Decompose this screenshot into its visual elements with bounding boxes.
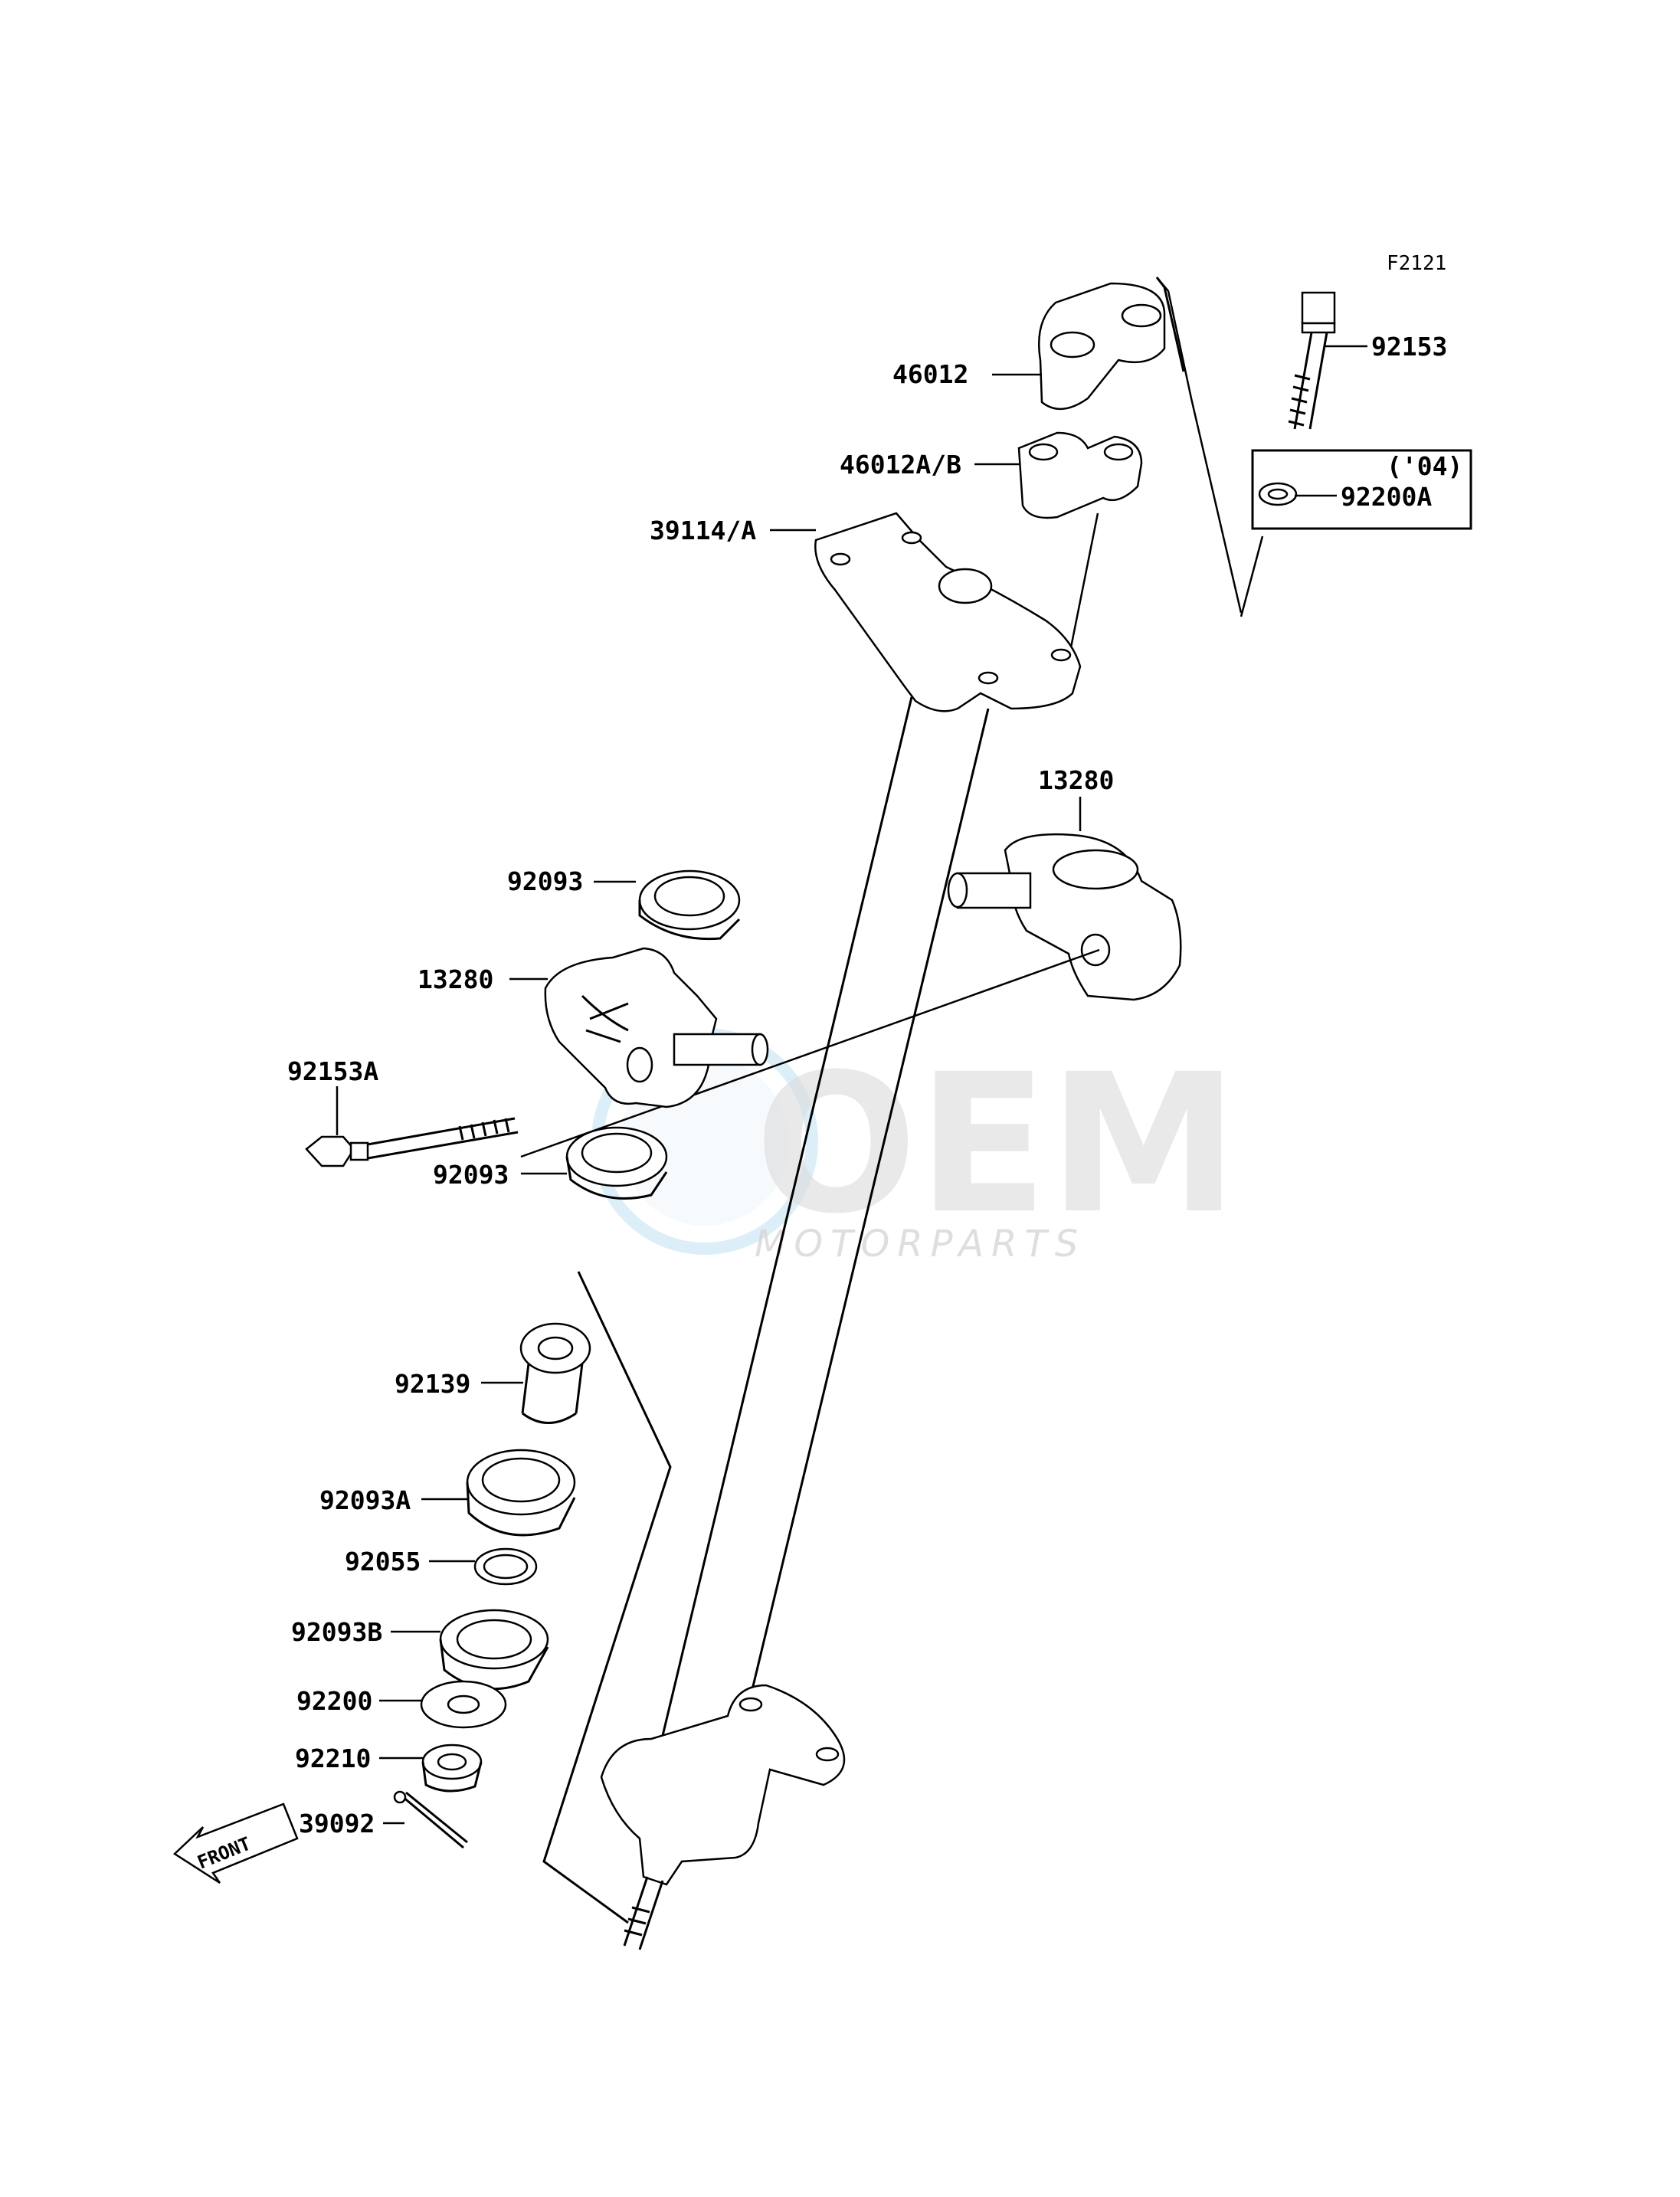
callout-92093-upper: 92093 [507, 866, 583, 896]
callout-46012ab: 46012A/B [840, 450, 961, 480]
lower-parts-box-outline [542, 1271, 672, 1924]
callout-year-04: ('04) [1387, 451, 1462, 481]
callout-92153: 92153 [1371, 332, 1447, 362]
callout-92093b: 92093B [291, 1617, 382, 1647]
bolt-92153 [1288, 291, 1336, 430]
callout-labels: 46012 46012A/B 39114/A 92153 ('04) 92200… [287, 332, 1462, 1838]
shaft-clamp-right [947, 833, 1182, 1001]
callout-13280-left: 13280 [418, 964, 493, 994]
steering-lower-bracket [600, 1684, 846, 1950]
callout-92093a: 92093A [319, 1485, 411, 1515]
race-92093a [466, 1449, 576, 1537]
callout-92055: 92055 [345, 1547, 421, 1577]
front-arrow-icon: FRONT [172, 1802, 299, 1884]
shaft-clamp-left [544, 947, 769, 1108]
upper-zigzag-lines [1067, 277, 1264, 660]
bolt-centerline [520, 948, 1100, 1158]
leader-lines [336, 345, 1367, 1825]
washer-92200 [420, 1680, 507, 1729]
nut-92210 [421, 1744, 483, 1793]
watermark: OEM MOTORPARTS [591, 1028, 1239, 1265]
seal-92093-upper [638, 869, 741, 941]
callout-92200: 92200 [296, 1686, 372, 1716]
callout-92200a: 92200A [1341, 482, 1432, 512]
callout-39092: 39092 [299, 1809, 375, 1838]
washer-92200a-box [1251, 449, 1472, 530]
handlebar-holder-upper [1037, 282, 1166, 411]
callout-39114a: 39114/A [650, 516, 756, 545]
callout-92093-lower: 92093 [433, 1160, 509, 1190]
cotter-pin-39092 [393, 1790, 468, 1849]
o-ring-92055 [473, 1547, 538, 1586]
handlebar-holder-lower [1017, 431, 1143, 519]
callout-46012: 46012 [892, 359, 968, 389]
race-92093b [439, 1609, 549, 1691]
watermark-brand: OEM [755, 1033, 1239, 1256]
bolt-92153a [305, 1117, 519, 1167]
callout-13280-right: 13280 [1038, 765, 1114, 795]
seal-92093-lower [565, 1126, 668, 1200]
callout-92210: 92210 [295, 1744, 371, 1773]
callout-92139: 92139 [395, 1369, 470, 1399]
figure-code: F2121 [1387, 252, 1446, 275]
steering-top-bracket [814, 512, 1082, 712]
bushing-92139 [519, 1322, 591, 1424]
steering-shaft [642, 696, 990, 1824]
watermark-subtitle: MOTORPARTS [755, 1223, 1086, 1265]
callout-92153a: 92153A [287, 1056, 378, 1086]
